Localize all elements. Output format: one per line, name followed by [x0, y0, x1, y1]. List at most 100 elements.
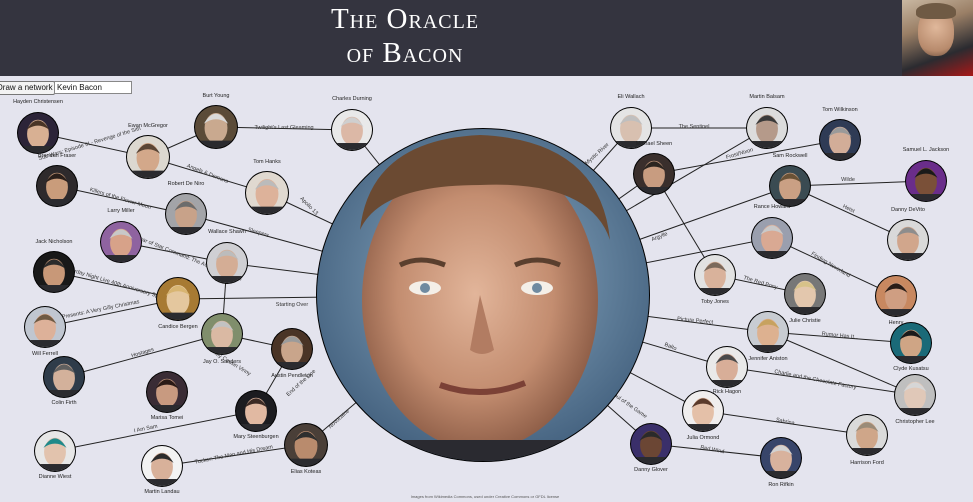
actor-node-lee[interactable]: Christopher Lee [894, 374, 936, 429]
actor-name-burt: Burt Young [203, 93, 230, 99]
actor-node-ferrell[interactable]: Will Ferrell [24, 306, 66, 361]
actor-node-ford[interactable]: Harrison Ford [846, 414, 888, 469]
actor-node-takei[interactable]: Clyde Kusatsu [890, 322, 932, 377]
actor-node-wiest[interactable]: Dianne Wiest [34, 430, 76, 485]
actor-name-christie: Julie Christie [789, 318, 820, 324]
center-node-kevin-bacon[interactable] [310, 125, 660, 470]
image-credit: Images from Wikimedia Commons, used unde… [410, 494, 560, 499]
edge-finding-neverland [771, 237, 897, 297]
edge-label-sabrina: Sabrina [775, 417, 796, 427]
actor-node-bergen[interactable]: Candice Bergen [156, 277, 200, 335]
actor-name-ewan: Ewan McGregor [128, 123, 168, 129]
actor-name-pendleton: Austin Pendleton [271, 373, 313, 379]
actor-name-rifkin: Ron Rifkin [768, 482, 793, 488]
actor-node-wallach[interactable]: Eli Wallach [610, 94, 652, 162]
actor-node-pendleton[interactable]: Austin Pendleton [271, 328, 313, 383]
actor-node-glover[interactable]: Danny Glover [630, 423, 672, 478]
actor-node-miller[interactable]: Larry Miller [100, 208, 142, 276]
actor-node-firth[interactable]: Colin Firth [43, 356, 85, 411]
actor-name-henry: Henry [889, 320, 904, 326]
actor-name-jackson: Samuel L. Jackson [903, 147, 949, 153]
actor-node-hayden[interactable]: Hayden Christensen [13, 99, 63, 167]
actor-photo-takei [891, 323, 931, 363]
actor-node-sanders[interactable]: Jay O. Sanders [201, 313, 243, 368]
edge-label-tucker-the-man-and-his-dream: Tucker: The Man and His Dream [194, 444, 274, 466]
actor-node-fraser[interactable]: Brendan Fraser [36, 153, 78, 220]
actor-node-nicholson[interactable]: Jack Nicholson [33, 239, 75, 306]
actor-photo-landau [142, 446, 182, 486]
actor-photo-balsam [747, 108, 787, 148]
actor-node-steenburgen[interactable]: Mary Steenburgen [233, 390, 279, 445]
actor-node-landau[interactable]: Martin Landau [141, 445, 183, 500]
actor-photo-jackson [906, 161, 946, 201]
edge-label-starting-over: Starting Over [276, 302, 309, 308]
actor-node-jones[interactable]: Toby Jones [694, 254, 736, 309]
actor-name-ford: Harrison Ford [850, 460, 884, 466]
actor-node-devito[interactable]: Danny DeVito [887, 207, 929, 274]
actor-node-henry[interactable]: Henry [875, 275, 917, 330]
actor-node-balsam[interactable]: Martin Balsam [746, 94, 788, 162]
actor-node-howard[interactable]: Rance Howard [751, 204, 793, 272]
actor-node-rockwell[interactable]: Sam Rockwell [769, 153, 811, 220]
actor-photo-nicholson [34, 252, 74, 292]
site-title-line2: of Bacon [346, 37, 464, 69]
actor-name-howard: Rance Howard [754, 204, 790, 210]
actor-photo-deniro [166, 194, 206, 234]
actor-name-shawn: Wallace Shawn [208, 229, 246, 235]
actor-node-christie[interactable]: Julie Christie [784, 273, 826, 328]
actor-node-deniro[interactable]: Robert De Niro [165, 181, 207, 248]
edge-snl-presents-a-very-gilly-christmas [44, 298, 179, 328]
edge-label-frost-nixon: Frost/Nixon [725, 147, 754, 161]
edge-label-saturday-night-live-40th-anniversary-special: Saturday Night Live 40th Anniversary Spe… [63, 265, 170, 302]
actor-name-hayden: Hayden Christensen [13, 99, 63, 105]
actor-node-sheen[interactable]: Michael Sheen [633, 141, 675, 208]
actor-node-jackson[interactable]: Samuel L. Jackson [903, 147, 949, 215]
actor-name-miller: Larry Miller [107, 208, 134, 214]
edge-label-finding-neverland: Finding Neverland [810, 251, 851, 279]
actor-node-hagon[interactable]: Rick Hagon [706, 346, 748, 401]
actor-name-balsam: Martin Balsam [749, 94, 785, 100]
actor-name-bergen: Candice Bergen [158, 324, 197, 330]
actor-node-wilkinson[interactable]: Tom Wilkinson [819, 107, 861, 174]
edge-red-wind [650, 443, 782, 459]
edge-twilight-s-last-gleaming [215, 126, 353, 131]
actor-name-devito: Danny DeVito [891, 207, 925, 213]
actor-photo-rifkin [761, 438, 801, 478]
actor-name-ormond: Julia Ormond [687, 435, 720, 441]
actor-node-durning[interactable]: Charles Durning [331, 96, 373, 164]
actor-node-tomei[interactable]: Marisa Tomei [146, 371, 188, 426]
header-photo-hair [916, 3, 956, 19]
actor-photo-wiest [35, 431, 75, 471]
actor-node-rifkin[interactable]: Ron Rifkin [760, 437, 802, 492]
edge-lee-aniston [767, 331, 916, 396]
actor-node-ewan[interactable]: Ewan McGregor [126, 123, 170, 193]
actor-photo-wallach [611, 108, 651, 148]
actor-photo-pendleton [272, 329, 312, 369]
edge-wilde [789, 180, 927, 187]
actor-node-hanks[interactable]: Tom Hanks [245, 159, 289, 229]
edge-label-argylle: Argylle [651, 231, 669, 243]
actor-photo-sheen [634, 154, 674, 194]
actor-photo-hagon [707, 347, 747, 387]
actor-photo-burt [195, 106, 237, 148]
actor-photo-ferrell [25, 307, 65, 347]
actor-name-jones: Toby Jones [701, 299, 729, 305]
actor-node-burt[interactable]: Burt Young [194, 93, 238, 163]
actor-photo-bergen [157, 278, 199, 320]
actor-node-aniston[interactable]: Jennifer Aniston [747, 311, 789, 366]
edge-label-red-wind: Red Wind [700, 445, 725, 456]
actor-node-shawn[interactable]: Wallace Shawn [206, 229, 248, 297]
actor-photo-miller [101, 222, 141, 262]
edge-label-hostages: Hostages [131, 347, 155, 359]
actor-name-deniro: Robert De Niro [168, 181, 205, 187]
actor-name-input[interactable]: Kevin Bacon [54, 81, 132, 94]
actor-node-koteas[interactable]: Elias Koteas [284, 423, 328, 481]
actor-node-ormond[interactable]: Julia Ormond [682, 390, 724, 445]
edge-frost-nixon [653, 139, 841, 175]
actor-name-tomei: Marisa Tomei [151, 415, 184, 421]
actor-name-fraser: Brendan Fraser [38, 153, 76, 159]
edge-label-the-sentinel: The Sentinel [679, 124, 710, 130]
actor-photo-ewan [127, 136, 169, 178]
site-title: The Oracle of Bacon [300, 2, 510, 70]
